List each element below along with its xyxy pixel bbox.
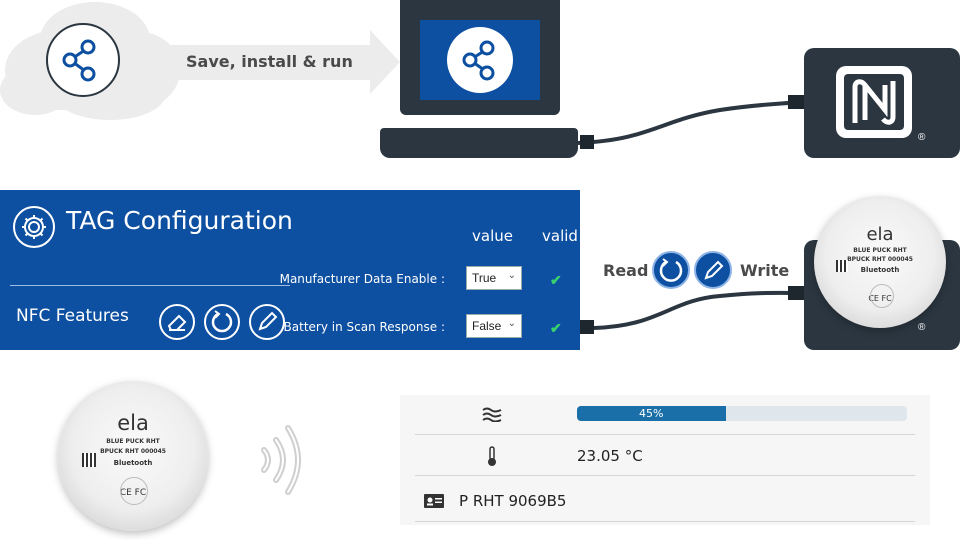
edit-button[interactable]: [249, 304, 285, 340]
write-label: Write: [740, 261, 790, 280]
tag-config-panel: TAG Configuration NFC Features value val…: [0, 190, 580, 350]
valid-check-icon: ✔: [550, 320, 562, 336]
ble-puck: ela BLUE PUCK RHT BPUCK RHT 000045 Bluet…: [58, 381, 208, 531]
column-header-valid: valid: [542, 227, 578, 245]
device-name: P RHT 9069B5: [459, 492, 567, 510]
divider: [415, 434, 915, 435]
config-row-label: Manufacturer Data Enable :: [279, 272, 445, 286]
read-button[interactable]: [652, 251, 690, 289]
puck-center-ring: [870, 284, 894, 308]
select-value: False: [472, 319, 502, 333]
nfc-trademark-lower: ®: [918, 322, 926, 333]
thermometer-icon: [488, 446, 496, 466]
qr-code-icon: [82, 453, 96, 467]
ble-puck-on-reader: ela BLUE PUCK RHT BPUCK RHT 000045 Bluet…: [814, 196, 946, 328]
humidity-icon: [482, 407, 502, 422]
section-label: NFC Features: [16, 306, 129, 326]
divider: [415, 475, 915, 476]
valid-check-icon: ✔: [550, 272, 562, 288]
config-row-label: Battery in Scan Response :: [283, 320, 445, 334]
puck-model: BLUE PUCK RHT: [853, 247, 907, 254]
refresh-button[interactable]: [204, 304, 240, 340]
select-value: True: [472, 271, 497, 285]
laptop-base: [380, 128, 578, 158]
cloud-graphic: [0, 2, 400, 120]
humidity-progress-fill: 45%: [577, 406, 726, 421]
page-title: TAG Configuration: [66, 206, 293, 235]
puck-brand: ela: [866, 224, 894, 245]
gear-icon: [13, 206, 55, 248]
puck-bluetooth: Bluetooth: [860, 266, 900, 274]
laptop-display: [420, 20, 540, 100]
refresh-icon: [211, 310, 233, 333]
erase-button[interactable]: [159, 304, 195, 340]
puck-bluetooth: Bluetooth: [113, 459, 153, 467]
erase-icon: [167, 314, 187, 331]
puck-model: BLUE PUCK RHT: [106, 438, 160, 445]
puck-serial: BPUCK RHT 000045: [100, 448, 166, 455]
manufacturer-data-select[interactable]: True ⌄: [466, 266, 522, 290]
qr-code-icon: [836, 260, 848, 272]
puck-brand: ela: [117, 411, 149, 435]
nfc-logo-icon: [836, 66, 912, 138]
nfc-signal-icon: [261, 425, 301, 495]
humidity-value: 45%: [639, 407, 664, 420]
puck-serial: BPUCK RHT 000045: [847, 256, 913, 263]
share-icon: [447, 27, 513, 93]
puck-center-ring: [120, 477, 148, 505]
chevron-down-icon: ⌄: [507, 270, 516, 281]
write-button[interactable]: [694, 251, 732, 289]
nfc-trademark: ®: [918, 132, 926, 143]
humidity-progress-bar: 45%: [577, 406, 907, 421]
edit-icon: [704, 260, 724, 280]
column-header-value: value: [472, 227, 513, 245]
battery-scan-select[interactable]: False ⌄: [466, 314, 522, 338]
id-card-icon: [424, 494, 444, 508]
temperature-value: 23.05 °C: [577, 447, 643, 465]
chevron-down-icon: ⌄: [507, 318, 516, 329]
arrow-label: Save, install & run: [186, 52, 353, 71]
read-label: Read: [603, 261, 649, 280]
refresh-icon: [659, 258, 683, 282]
edit-icon: [258, 311, 278, 331]
divider: [10, 285, 290, 286]
divider: [415, 521, 915, 522]
